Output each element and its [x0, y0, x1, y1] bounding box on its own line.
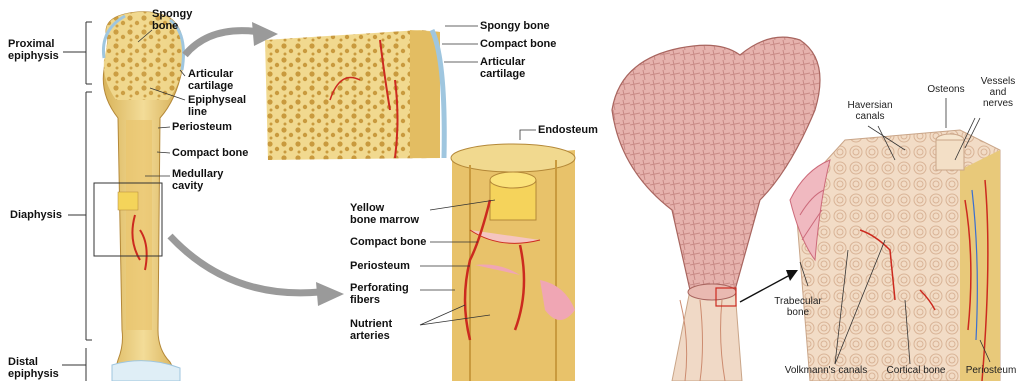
femur-section-illustration — [612, 37, 820, 381]
perforating-fibers-label: Perforating fibers — [350, 282, 409, 306]
spongy-bone-inset — [265, 30, 444, 160]
inset-articular-cartilage-label: Articular cartilage — [480, 56, 525, 80]
haversian-canals-label: Haversian canals — [845, 100, 895, 122]
nutrient-arteries-label: Nutrient arteries — [350, 318, 392, 342]
inset-compact-bone-label: Compact bone — [480, 38, 556, 50]
inset-periosteum-label: Periosteum — [350, 260, 410, 272]
cortical-bone-block — [790, 130, 1000, 381]
periosteum-label: Periosteum — [172, 121, 232, 133]
osteons-label: Osteons — [920, 84, 972, 95]
compact-bone-label: Compact bone — [172, 147, 248, 159]
right-periosteum-label: Periosteum — [962, 365, 1020, 376]
region-brackets — [62, 22, 92, 381]
distal-epiphysis-label: Distal epiphysis — [8, 356, 59, 380]
long-bone-illustration — [94, 12, 184, 381]
trabecular-bone-label: Trabecular bone — [770, 296, 826, 318]
vessels-nerves-label: Vessels and nerves — [976, 76, 1020, 109]
medullary-cavity-label: Medullary cavity — [172, 168, 223, 192]
yellow-marrow-label: Yellow bone marrow — [350, 202, 419, 226]
articular-cartilage-label: Articular cartilage — [188, 68, 233, 92]
inset-spongy-bone-label: Spongy bone — [480, 20, 550, 32]
proximal-epiphysis-label: Proximal epiphysis — [8, 38, 59, 62]
endosteum-label: Endosteum — [538, 124, 598, 136]
diaphysis-label: Diaphysis — [10, 209, 62, 221]
epiphyseal-line-label: Epiphyseal line — [188, 94, 246, 118]
volkmanns-canals-label: Volkmann's canals — [778, 365, 874, 376]
spongy-bone-label: Spongy bone — [152, 8, 192, 32]
cortical-bone-label: Cortical bone — [880, 365, 952, 376]
inset-compact-bone-lower-label: Compact bone — [350, 236, 426, 248]
diaphysis-inset — [451, 144, 575, 381]
